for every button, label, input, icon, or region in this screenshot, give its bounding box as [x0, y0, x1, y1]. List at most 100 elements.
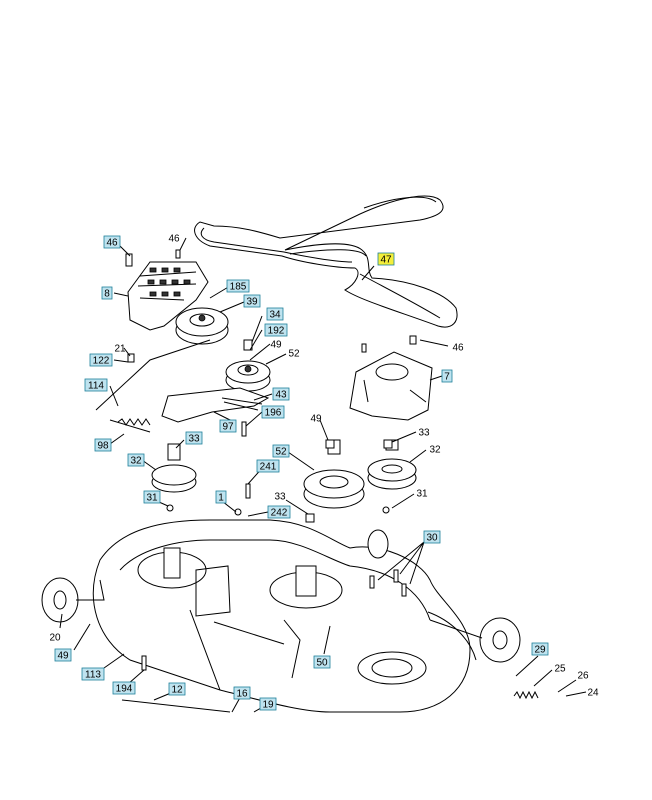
callout-text: 8 [104, 289, 110, 300]
gauge-wheel-left [41, 577, 105, 623]
pulley-52-center [303, 439, 365, 509]
callout-c12: 12 [168, 682, 186, 696]
callout-text: 30 [426, 533, 438, 544]
callout-c33c: 33 [274, 492, 286, 503]
callout-text: 12 [171, 685, 183, 696]
callout-text: 49 [270, 340, 282, 351]
pulley-32-left [151, 443, 197, 493]
callout-text: 97 [222, 422, 234, 433]
callout-text: 32 [130, 456, 142, 467]
callout-c33b: 33 [418, 428, 430, 439]
callout-c1: 1 [215, 490, 227, 504]
callout-text: 31 [146, 493, 158, 504]
callout-c47: 47 [377, 252, 395, 266]
callout-text: 196 [265, 408, 282, 419]
belt-cover-right [349, 351, 433, 421]
callout-c19: 19 [259, 697, 277, 711]
fasteners [121, 249, 417, 713]
gauge-wheel-right [429, 617, 521, 663]
callout-text: 25 [554, 664, 566, 675]
callout-text: 194 [116, 684, 133, 695]
callout-c46a: 46 [103, 235, 121, 249]
callout-c26: 26 [577, 671, 589, 682]
callout-text: 26 [577, 671, 589, 682]
callout-text: 98 [97, 441, 109, 452]
callout-text: 52 [275, 447, 287, 458]
callout-text: 43 [275, 390, 287, 401]
callout-text: 46 [106, 238, 118, 249]
gauge-wheel-top [367, 529, 389, 559]
callout-c98: 98 [94, 438, 112, 452]
callout-text: 31 [416, 489, 428, 500]
callout-c29: 29 [531, 642, 549, 656]
callout-text: 29 [534, 645, 546, 656]
callout-c7: 7 [441, 369, 453, 383]
callout-c49a: 49 [270, 340, 282, 351]
callout-text: 185 [230, 282, 247, 293]
callout-text: 33 [418, 428, 430, 439]
callout-text: 21 [114, 344, 126, 355]
callout-c39: 39 [243, 294, 261, 308]
callout-text: 1 [218, 493, 224, 504]
callout-text: 7 [444, 372, 450, 383]
callout-c16: 16 [233, 686, 251, 700]
idler-arm [161, 387, 270, 423]
callout-c32a: 32 [127, 453, 145, 467]
callout-text: 46 [168, 234, 180, 245]
callout-text: 113 [85, 670, 101, 681]
callout-c196: 196 [261, 405, 285, 419]
callout-text: 49 [310, 414, 322, 425]
callout-text: 114 [88, 381, 104, 392]
callout-c194: 194 [112, 681, 136, 695]
callout-text: 39 [246, 297, 258, 308]
callout-c33a: 33 [185, 431, 203, 445]
callout-c20: 20 [49, 633, 61, 644]
callout-c34: 34 [266, 307, 284, 321]
callout-text: 33 [274, 492, 286, 503]
callout-c50: 50 [313, 655, 331, 669]
callout-c242: 242 [267, 505, 291, 519]
callout-text: 46 [452, 343, 464, 354]
callout-text: 34 [269, 310, 281, 321]
belt-cover-left [125, 253, 209, 331]
pulley-32-right [367, 439, 417, 490]
callout-text: 50 [316, 658, 328, 669]
callout-c97: 97 [219, 419, 237, 433]
pulley-39 [175, 307, 229, 345]
callout-c192: 192 [264, 323, 288, 337]
spring-98 [95, 339, 211, 433]
callout-text: 32 [429, 445, 441, 456]
drive-belt [194, 195, 458, 328]
callout-c49b: 49 [310, 414, 322, 425]
callout-text: 49 [57, 651, 69, 662]
callout-labels: 46 46 47 8 185 39 34 192 49 52 46 21 122 7 114 43 196 97 9… [49, 234, 599, 711]
callout-text: 24 [587, 688, 599, 699]
callout-text: 16 [236, 689, 248, 700]
callout-c52b: 52 [272, 444, 290, 458]
callout-c25: 25 [554, 664, 566, 675]
callout-c46b: 46 [168, 234, 180, 245]
callout-c24: 24 [587, 688, 599, 699]
callout-c46c: 46 [452, 343, 464, 354]
leader-lines [59, 237, 587, 713]
callout-text: 33 [188, 434, 200, 445]
callout-c21: 21 [114, 344, 126, 355]
callout-text: 122 [93, 356, 110, 367]
callout-text: 20 [49, 633, 61, 644]
callout-c122: 122 [89, 353, 113, 367]
callout-c241: 241 [256, 459, 280, 473]
callout-c31b: 31 [416, 489, 428, 500]
callout-c114: 114 [84, 378, 108, 392]
callout-c113: 113 [81, 667, 105, 681]
callout-c185: 185 [226, 279, 250, 293]
callout-text: 242 [271, 508, 288, 519]
callout-c32b: 32 [429, 445, 441, 456]
callout-text: 192 [268, 326, 285, 337]
callout-c8: 8 [101, 286, 113, 300]
callout-text: 47 [380, 255, 392, 266]
callout-text: 241 [260, 462, 277, 473]
idler-pulley-upper [225, 339, 271, 392]
callout-c49c: 49 [54, 648, 72, 662]
callout-text: 52 [288, 349, 300, 360]
